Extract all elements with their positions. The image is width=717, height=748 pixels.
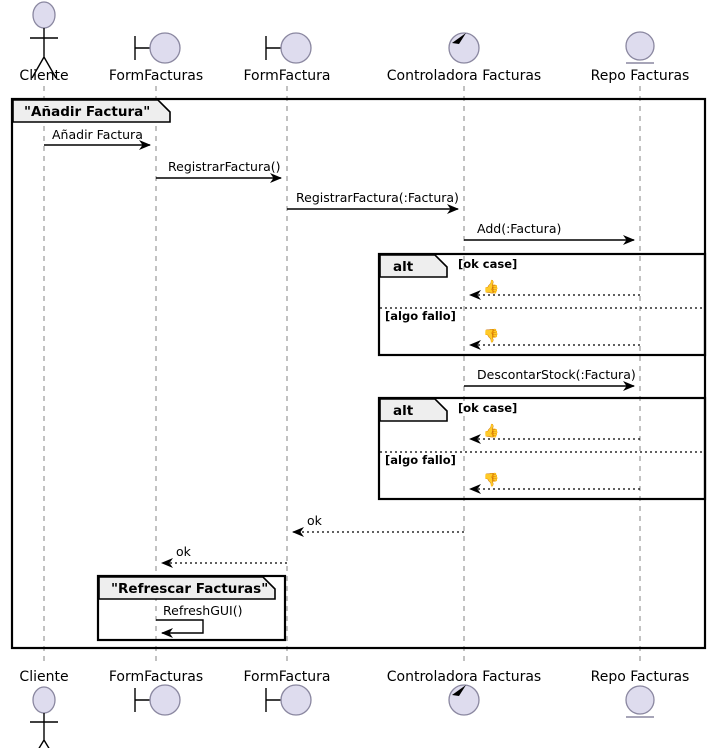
message-label-5: ok (307, 513, 323, 528)
participant-label-bottom-2: FormFactura (243, 669, 330, 685)
message-label-6: ok (176, 544, 192, 559)
message-label-3: Add(:Factura) (477, 221, 561, 236)
boundary-icon (149, 32, 181, 64)
message-label-2: RegistrarFactura(:Factura) (296, 190, 459, 205)
alt-fragment-1-guard-fail: [algo fallo] (385, 309, 456, 323)
thumbs-up-icon: 👍 (483, 279, 499, 295)
alt-fragment-2-guard-fail: [algo fallo] (385, 453, 456, 467)
participant-header-repo[interactable]: Repo Facturas (591, 31, 690, 84)
thumbs-up-icon: 👍 (483, 423, 499, 439)
entity-icon (625, 31, 655, 61)
message-add-factura[interactable]: Add(:Factura) (464, 221, 635, 245)
actor-head-icon (32, 686, 56, 714)
alt-fragment-1-tab (379, 254, 448, 278)
alt-fragment-2-tab (379, 398, 448, 422)
control-arrow-icon (452, 33, 466, 44)
participant-footer-cliente[interactable]: Cliente (19, 669, 69, 748)
alt-fragment-2: alt [ok case] 👍 [algo fallo] 👎 (377, 396, 707, 501)
participant-footer-controladora[interactable]: Controladora Facturas (387, 669, 541, 716)
frame-border (10, 97, 707, 650)
refresh-frame-border (96, 574, 287, 642)
alt-fragment-1: alt [ok case] 👍 [algo fallo] 👎 (377, 252, 707, 357)
alt-fragment-2-operator: alt (393, 403, 414, 419)
alt-fragment-1-border (377, 252, 707, 357)
participant-header-formfactura[interactable]: FormFactura (243, 32, 331, 84)
alt-fragment-1-operator: alt (393, 259, 414, 275)
message-descontarstock[interactable]: DescontarStock(:Factura) (464, 367, 636, 391)
actor-stick-figure-icon (30, 28, 58, 79)
participant-label-top-0: Cliente (19, 68, 68, 84)
participant-header-cliente[interactable]: Cliente (19, 1, 69, 84)
actor-stick-figure-icon (30, 713, 58, 748)
message-registrarfactura-factura[interactable]: RegistrarFactura(:Factura) (287, 190, 459, 214)
alt-fragment-1-guard-ok: [ok case] (458, 257, 517, 271)
participant-header-formfacturas[interactable]: FormFacturas (109, 32, 203, 84)
refresh-frame-tab (98, 576, 276, 600)
boundary-icon (280, 32, 312, 64)
alt-fragment-2-border (377, 396, 707, 501)
frame-title-tab (12, 99, 171, 123)
thumbs-down-icon: 👎 (483, 328, 499, 344)
participant-label-bottom-3: Controladora Facturas (387, 669, 541, 685)
alt-fragment-2-guard-ok: [ok case] (458, 401, 517, 415)
participant-label-bottom-4: Repo Facturas (591, 669, 690, 685)
participant-label-bottom-1: FormFacturas (109, 669, 203, 685)
participant-label-top-3: Controladora Facturas (387, 68, 541, 84)
message-anadir-factura[interactable]: Añadir Factura (44, 127, 151, 150)
boundary-icon (280, 684, 312, 716)
refresh-frame-title: "Refrescar Facturas" (111, 581, 268, 597)
participant-label-top-1: FormFacturas (109, 68, 203, 84)
boundary-icon (149, 684, 181, 716)
self-message-label: RefreshGUI() (163, 603, 242, 618)
thumbs-down-icon: 👎 (483, 472, 499, 488)
message-registrarfactura[interactable]: RegistrarFactura() (156, 159, 282, 183)
frame-refrescar-facturas: "Refrescar Facturas" RefreshGUI() (96, 574, 287, 642)
message-return-ok-1[interactable]: ok (292, 513, 464, 537)
participant-label-top-4: Repo Facturas (591, 68, 690, 84)
participant-footer-repo[interactable]: Repo Facturas (591, 669, 690, 718)
control-icon (448, 684, 480, 716)
message-label-4: DescontarStock(:Factura) (477, 367, 636, 382)
message-return-ok-2[interactable]: ok (161, 544, 287, 568)
actor-head-icon (32, 1, 56, 29)
frame-anadir-factura: "Añadir Factura" (10, 97, 707, 650)
participant-label-bottom-0: Cliente (19, 669, 68, 685)
self-message-arrow (156, 619, 204, 638)
entity-icon (625, 685, 655, 715)
participant-label-top-2: FormFactura (243, 68, 330, 84)
participant-header-controladora[interactable]: Controladora Facturas (387, 32, 541, 84)
participant-footer-formfactura[interactable]: FormFactura (243, 669, 331, 716)
control-arrow-icon (452, 685, 466, 696)
participant-footer-formfacturas[interactable]: FormFacturas (109, 669, 203, 716)
message-label-0: Añadir Factura (52, 127, 143, 142)
control-icon (448, 32, 480, 64)
frame-title-label: "Añadir Factura" (24, 104, 150, 120)
message-label-1: RegistrarFactura() (168, 159, 281, 174)
